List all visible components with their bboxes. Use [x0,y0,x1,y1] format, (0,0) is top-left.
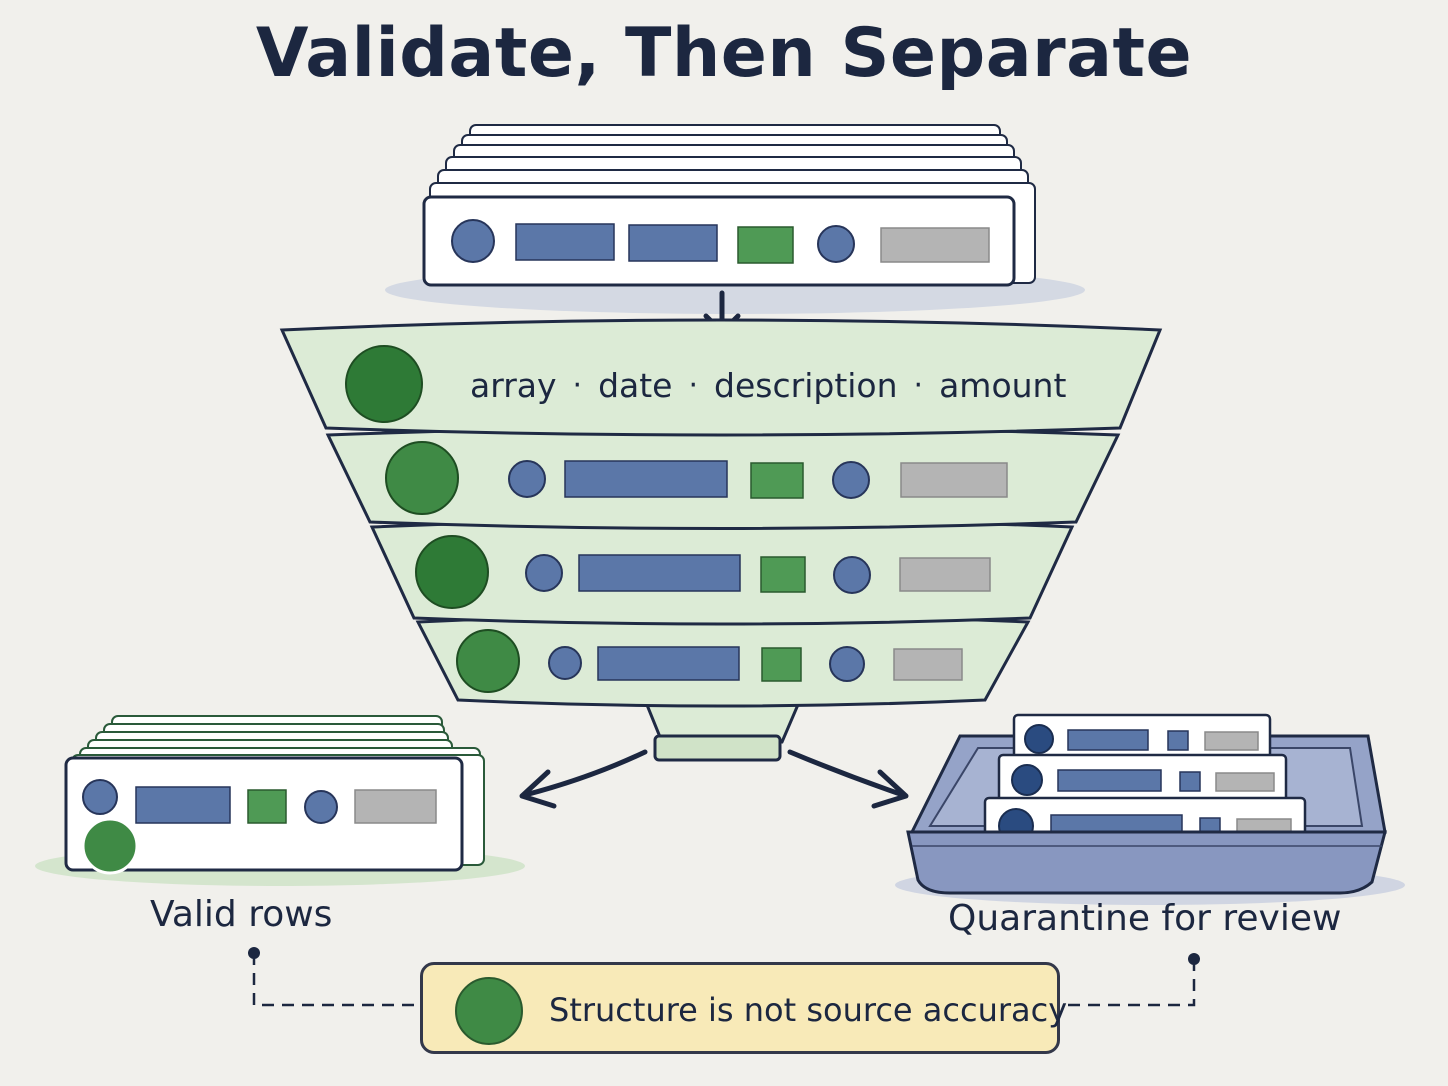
tray-front [906,830,1387,895]
green-field [750,462,804,499]
note-check-dot [455,977,523,1045]
green-field [760,556,806,593]
validation-funnel [279,318,1163,762]
schema-check-dot [345,345,423,423]
gray-field [893,648,963,681]
separator-dot-icon: · [913,367,924,403]
blue-circle [548,646,582,680]
quarantine-tray [895,713,1405,905]
blue-field [564,460,728,498]
valid-dot [415,535,489,609]
note-box: Structure is not source accuracy [420,962,1067,1054]
green-field [761,647,802,682]
gray-field [900,462,1008,498]
input-green-field [737,226,794,264]
blue-field [135,786,231,824]
blue-circle [525,554,563,592]
input-blue-circle [817,225,855,263]
separator-dot-icon: · [688,367,699,403]
note-text: Structure is not source accuracy [549,991,1068,1029]
gray-field [354,789,437,824]
gray-field [899,557,991,592]
quarantine-label: Quarantine for review [948,898,1342,939]
blue-circle [833,556,871,594]
schema-field-array: array [470,365,557,405]
blue-circle [304,790,338,824]
input-blue-circle [451,219,495,263]
valid-dot [456,629,520,693]
blue-circle [832,461,870,499]
valid-rows-stack [35,715,525,886]
schema-field-amount: amount [939,365,1067,405]
valid-check-dot [81,817,139,875]
blue-circle [82,779,118,815]
blue-circle [508,460,546,498]
funnel-header-layer [279,318,1163,437]
blue-field [597,646,740,681]
blue-field [578,554,741,592]
separator-dot-icon: · [572,367,583,403]
schema-field-date: date [598,365,673,405]
input-gray-field [880,227,990,263]
schema-field-description: description [714,365,898,405]
note-connectors [248,947,1200,1007]
green-field [247,789,287,824]
diagram-title: Validate, Then Separate [255,14,1193,93]
input-blue-field [515,223,615,261]
blue-circle [829,646,865,682]
input-blue-field [628,224,718,262]
arrow-to-quarantine-icon [787,749,906,798]
arrow-to-valid-icon [522,749,648,798]
schema-fields: array · date · description · amount [470,360,1066,410]
valid-rows-label: Valid rows [150,894,333,935]
valid-dot [385,441,459,515]
input-record-stack [385,124,1085,314]
